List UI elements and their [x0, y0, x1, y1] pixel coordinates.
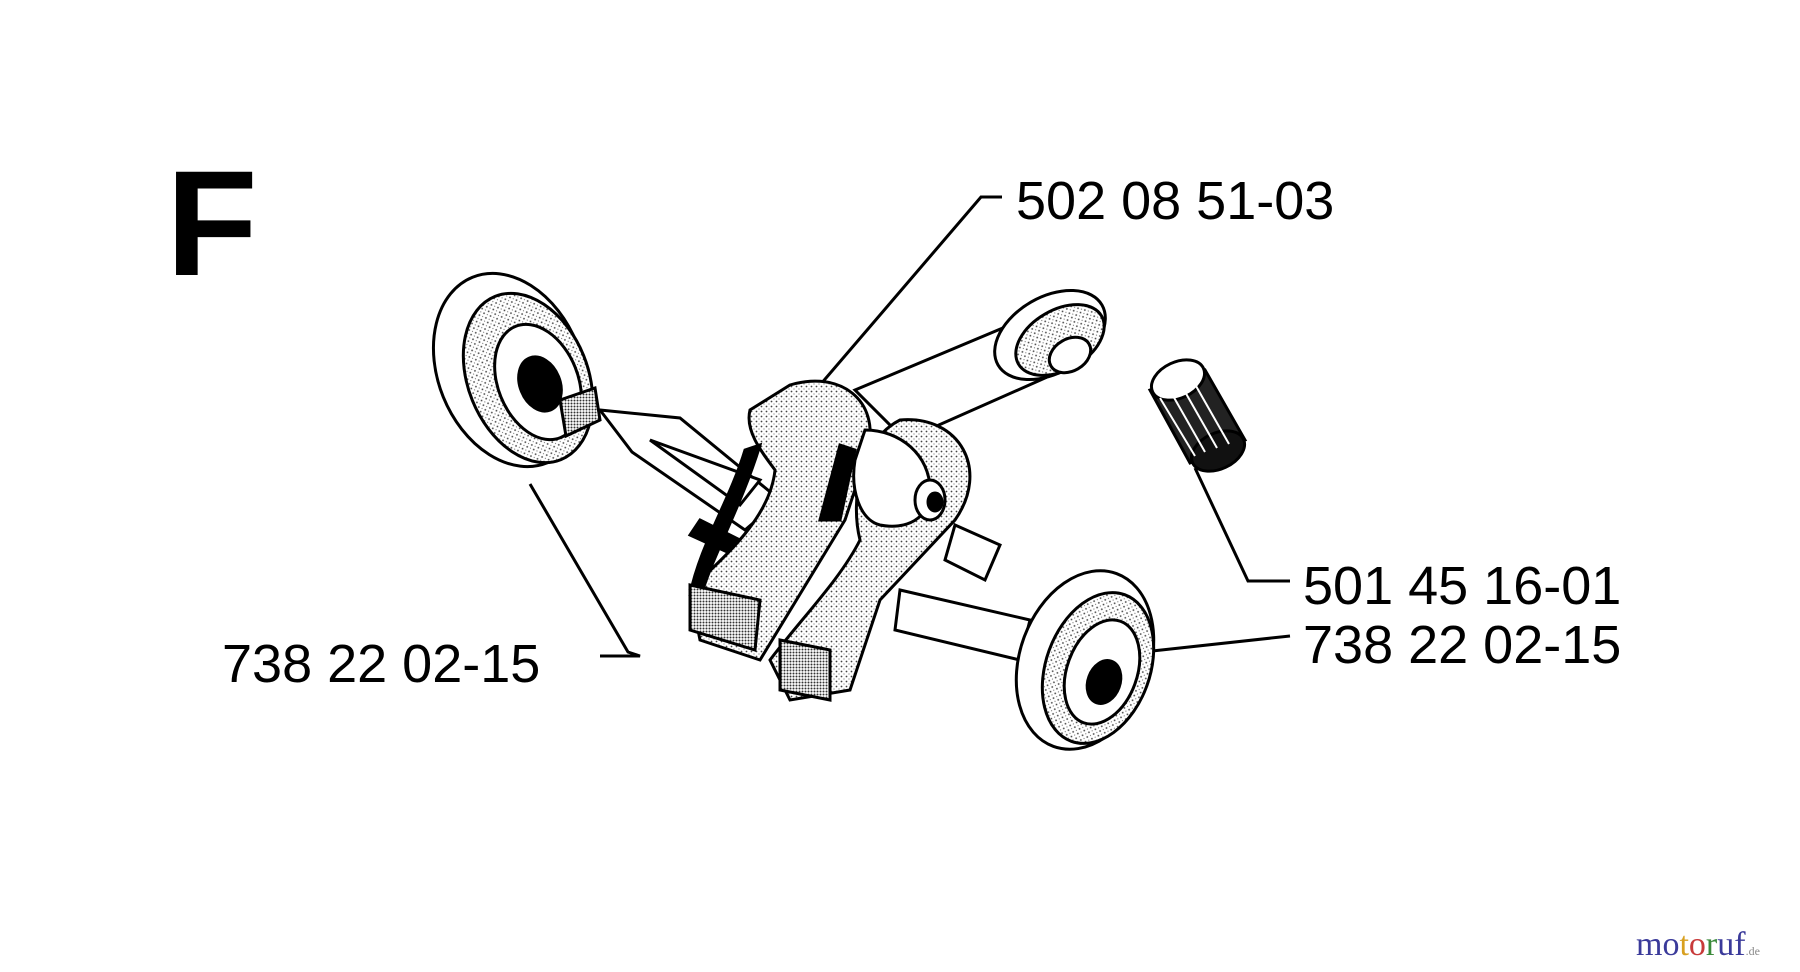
watermark-letter: o — [1688, 926, 1706, 963]
crank-webs — [688, 379, 1002, 702]
part-label-needle-bearing: 501 45 16-01 — [1303, 556, 1622, 616]
watermark-logo: motoruf.de — [1636, 928, 1760, 962]
leader-bearing-right — [1142, 634, 1291, 654]
part-label-bearing-right: 738 22 02-15 — [1303, 615, 1622, 675]
leader-bearing-left — [528, 483, 641, 658]
watermark-letter: u — [1717, 926, 1735, 963]
watermark-letter: f — [1734, 926, 1746, 963]
leader-needle — [1193, 467, 1290, 583]
leader-top — [818, 195, 1002, 386]
watermark-letter: t — [1679, 926, 1689, 963]
connecting-rod — [852, 288, 1107, 442]
needle-bearing — [1147, 358, 1248, 473]
watermark-suffix: .de — [1745, 944, 1760, 958]
right-bearing — [1014, 569, 1156, 751]
watermark-letter: r — [1705, 926, 1718, 963]
part-label-bearing-left: 738 22 02-15 — [222, 634, 541, 694]
section-letter: F — [166, 139, 258, 307]
watermark-letter: m — [1636, 926, 1663, 963]
watermark-letters: motoruf — [1636, 926, 1746, 963]
part-label-connecting-rod-crankshaft: 502 08 51-03 — [1016, 171, 1335, 231]
leader-lines — [528, 195, 1291, 658]
right-shaft — [893, 588, 1032, 662]
watermark-letter: o — [1662, 926, 1680, 963]
left-bearing — [431, 271, 602, 469]
